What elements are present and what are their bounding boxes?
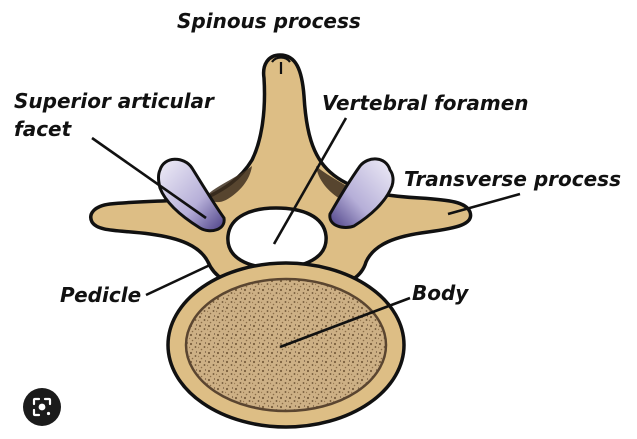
label-vertebral-foramen: Vertebral foramen bbox=[322, 91, 529, 115]
label-superior-articular-facet-line1: Superior articular bbox=[14, 89, 215, 113]
label-spinous-process: Spinous process bbox=[177, 9, 361, 33]
label-superior-articular-facet-line2: facet bbox=[14, 117, 73, 141]
label-pedicle: Pedicle bbox=[60, 283, 141, 307]
label-transverse-process: Transverse process bbox=[404, 167, 621, 191]
lens-search-button[interactable] bbox=[23, 388, 61, 426]
lens-search-icon bbox=[31, 396, 53, 418]
label-body: Body bbox=[412, 281, 469, 305]
